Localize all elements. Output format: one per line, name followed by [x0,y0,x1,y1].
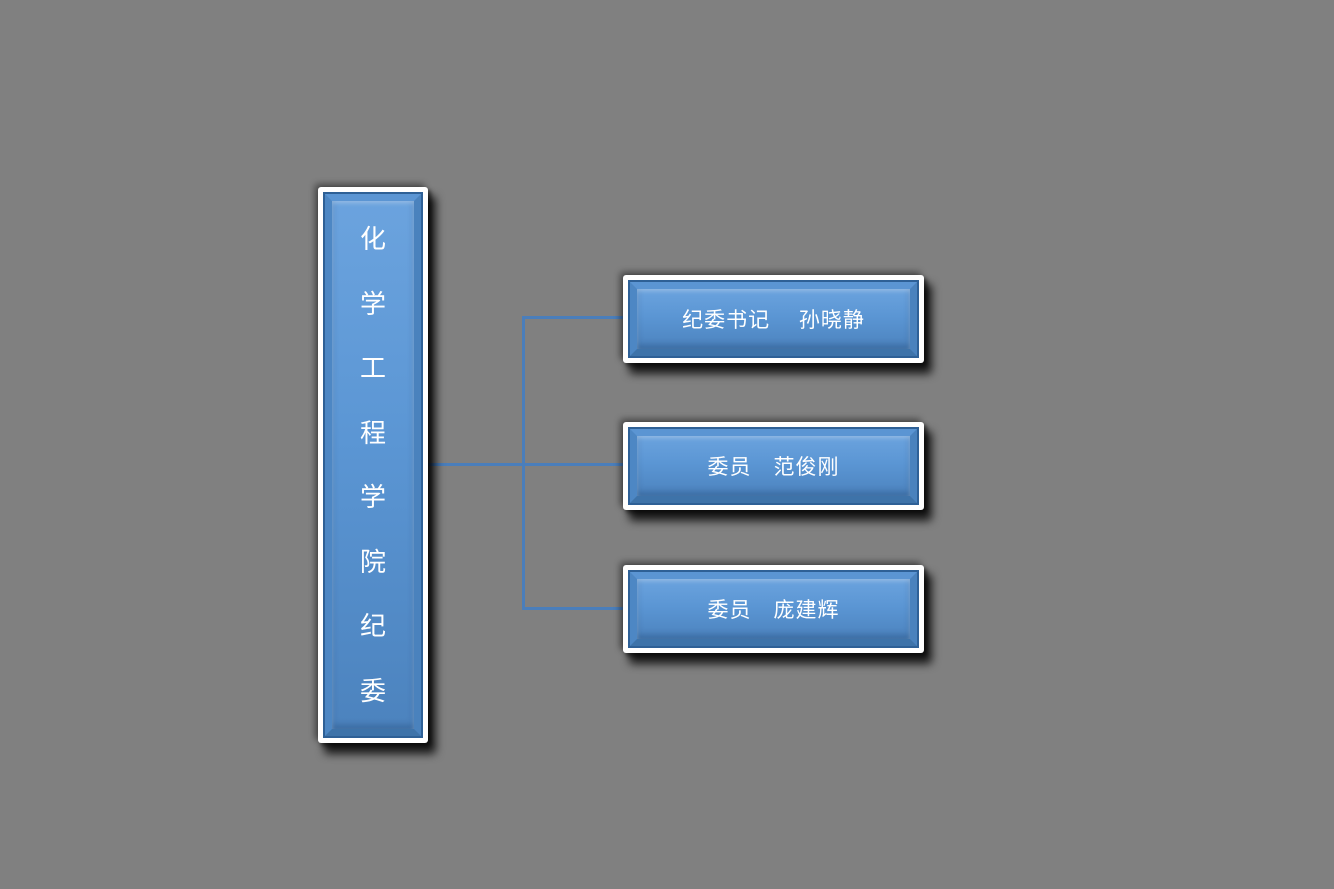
connector-root-line [428,463,630,466]
member-node-label: 委员 庞建辉 [707,599,840,622]
connector-branch-top-line [522,316,630,319]
member-node-border: 纪委书记 孙晓静 [628,280,919,358]
member-node-label: 纪委书记 孙晓静 [682,309,865,332]
root-node-surface: 化学工程学院纪委 [325,194,421,736]
root-node[interactable]: 化学工程学院纪委 [318,187,428,743]
root-node-label: 化学工程学院纪委 [359,224,386,706]
member-node-secretary[interactable]: 纪委书记 孙晓静 [623,275,924,363]
connector-trunk-line [522,316,525,610]
member-node-surface: 委员 庞建辉 [630,572,917,646]
member-node-label: 委员 范俊刚 [707,456,840,479]
member-node-surface: 委员 范俊刚 [630,429,917,503]
member-node-surface: 纪委书记 孙晓静 [630,282,917,356]
member-node-committee-1[interactable]: 委员 范俊刚 [623,422,924,510]
member-node-border: 委员 庞建辉 [628,570,919,648]
connector-branch-bottom-line [522,607,630,610]
member-node-border: 委员 范俊刚 [628,427,919,505]
root-node-border: 化学工程学院纪委 [323,192,423,738]
member-node-committee-2[interactable]: 委员 庞建辉 [623,565,924,653]
